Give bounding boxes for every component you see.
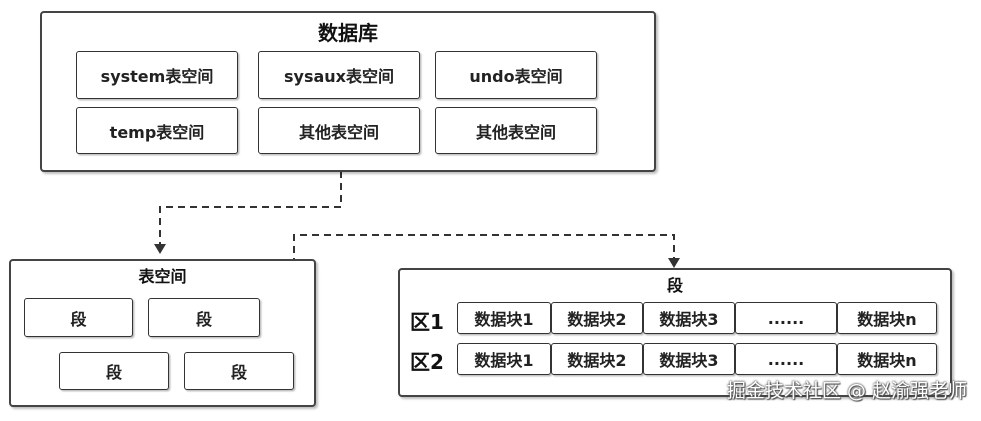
tablespace-other-2: 其他表空间 — [435, 107, 597, 154]
segment-4: 段 — [184, 352, 294, 390]
tablespace-box: 表空间 段 段 段 段 — [9, 259, 316, 407]
watermark-text: 掘金技术社区 @ 赵渝强老师 — [726, 380, 967, 402]
tablespace-title: 表空间 — [138, 267, 187, 286]
tablespace-other-1: 其他表空间 — [258, 107, 420, 154]
arrow-down-icon — [154, 244, 166, 254]
tablespace-system: system表空间 — [76, 51, 238, 99]
extent-2-block-2: 数据块2 — [551, 343, 643, 375]
tablespace-sysaux: sysaux表空间 — [258, 51, 420, 99]
database-box: 数据库 system表空间 sysaux表空间 undo表空间 temp表空间 … — [40, 11, 656, 172]
segment-to-detail-connector — [262, 234, 675, 318]
extent-2-block-3: 数据块3 — [643, 343, 735, 375]
segment-1: 段 — [24, 298, 133, 337]
extent-1-block-2: 数据块2 — [551, 302, 643, 334]
segment-3: 段 — [59, 352, 169, 390]
segment-title: 段 — [666, 276, 683, 295]
tablespace-undo: undo表空间 — [435, 51, 597, 99]
database-title: 数据库 — [318, 21, 378, 45]
tablespace-temp: temp表空间 — [76, 107, 238, 154]
segment-2: 段 — [148, 298, 260, 337]
extent-1-label: 区1 — [410, 310, 444, 334]
extent-2-block-ellipsis: ...... — [735, 343, 837, 375]
extent-2-label: 区2 — [410, 350, 444, 374]
extent-2-block-1: 数据块1 — [457, 343, 551, 375]
arrow-down-icon — [668, 258, 680, 268]
extent-1-block-n: 数据块n — [837, 302, 937, 334]
db-to-tablespace-connector — [159, 171, 342, 246]
extent-1-block-1: 数据块1 — [457, 302, 551, 334]
extent-2-block-n: 数据块n — [837, 343, 937, 375]
extent-1-block-ellipsis: ...... — [735, 302, 837, 334]
extent-1-block-3: 数据块3 — [643, 302, 735, 334]
segment-box: 段 区1 数据块1 数据块2 数据块3 ...... 数据块n 区2 数据块1 … — [398, 268, 952, 397]
